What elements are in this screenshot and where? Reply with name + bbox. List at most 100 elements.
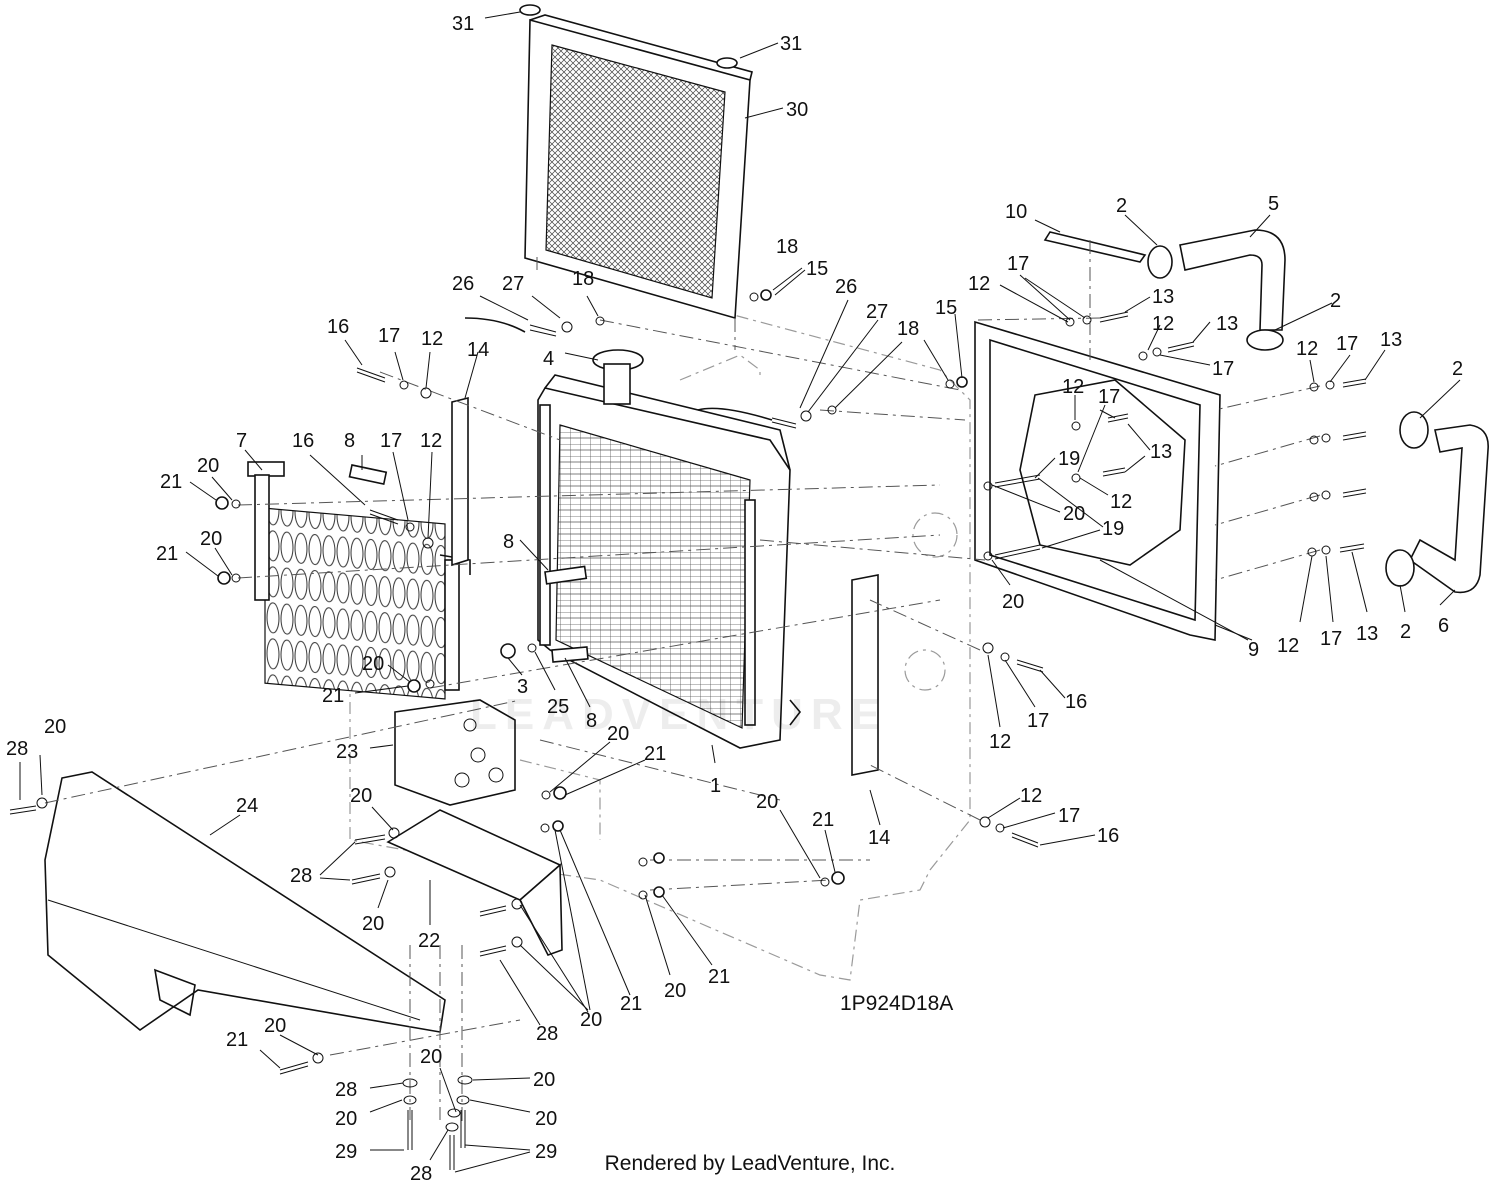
callout-21: 21 <box>812 809 834 831</box>
callout-17: 17 <box>1058 805 1080 827</box>
callout-17: 17 <box>1007 253 1029 275</box>
footer-credit: Rendered by LeadVenture, Inc. <box>604 1152 896 1175</box>
radiator-assembly <box>537 349 802 749</box>
side-panel <box>44 771 446 1033</box>
callout-20: 20 <box>756 791 778 813</box>
callout-28: 29 <box>535 1141 557 1163</box>
watermark: LEADVENTURE <box>470 690 889 739</box>
callout-21: 21 <box>156 543 178 565</box>
support-bracket <box>386 809 563 956</box>
callout-7: 7 <box>236 430 247 452</box>
callout-12: 12 <box>989 731 1011 753</box>
callout-13: 13 <box>1150 441 1172 463</box>
callout-28: 21 <box>226 1029 248 1051</box>
callout-28: 28 <box>536 1023 558 1045</box>
callout-31: 31 <box>780 33 802 55</box>
upper-hose <box>1147 229 1286 351</box>
callout-14: 14 <box>868 827 890 849</box>
callout-2: 2 <box>1330 290 1341 312</box>
callout-17: 17 <box>1320 628 1342 650</box>
callout-12: 12 <box>1110 491 1132 513</box>
callout-17: 17 <box>378 325 400 347</box>
callout-13: 13 <box>1356 623 1378 645</box>
callout-20: 20 <box>200 528 222 550</box>
callout-30: 30 <box>786 99 808 121</box>
callout-26: 26 <box>452 273 474 295</box>
callout-20: 20 <box>44 716 66 738</box>
callout-20: 20 <box>420 1046 442 1068</box>
reservoir-block <box>394 699 516 806</box>
callout-20: 20 <box>362 913 384 935</box>
callout-12: 12 <box>1020 785 1042 807</box>
callout-27: 27 <box>502 273 524 295</box>
callout-3: 3 <box>517 676 528 698</box>
callout-12: 12 <box>1277 635 1299 657</box>
callout-12: 12 <box>968 273 990 295</box>
radiator-screen <box>519 4 753 320</box>
callout-29: 20 <box>535 1108 557 1130</box>
callout-15: 15 <box>806 258 828 280</box>
callout-20: 20 <box>1002 591 1024 613</box>
callout-16: 16 <box>292 430 314 452</box>
callout-21: 21 <box>620 993 642 1015</box>
callout-4: 4 <box>543 348 554 370</box>
callout-17: 17 <box>1027 710 1049 732</box>
callout-20: 20 <box>664 980 686 1002</box>
callout-labels: 31 31 30 18 15 26 27 18 26 27 18 15 4 16… <box>6 13 1463 1185</box>
callout-9: 9 <box>1248 639 1259 661</box>
callout-13: 13 <box>1380 329 1402 351</box>
leader-lines <box>19 11 1461 1173</box>
callout-2: 2 <box>1116 195 1127 217</box>
callout-16: 16 <box>1097 825 1119 847</box>
callout-21: 21 <box>160 471 182 493</box>
callout-1: 1 <box>710 775 721 797</box>
callout-16: 16 <box>327 316 349 338</box>
callout-13: 13 <box>1152 286 1174 308</box>
callout-18: 18 <box>897 318 919 340</box>
callout-22: 22 <box>418 930 440 952</box>
assembly-lines <box>44 240 1321 1125</box>
callout-20: 28 <box>335 1079 357 1101</box>
callout-17: 17 <box>1212 358 1234 380</box>
callout-12: 12 <box>420 430 442 452</box>
callout-6: 6 <box>1438 615 1449 637</box>
callout-20: 20 <box>197 455 219 477</box>
fan-shroud <box>974 320 1221 641</box>
callout-16: 16 <box>1065 691 1087 713</box>
callout-13: 13 <box>1216 313 1238 335</box>
callout-29: 20 <box>335 1108 357 1130</box>
callout-17: 17 <box>1098 386 1120 408</box>
callout-18: 18 <box>776 236 798 258</box>
callout-26: 26 <box>835 276 857 298</box>
callout-10: 10 <box>1005 201 1027 223</box>
callout-5: 5 <box>1268 193 1279 215</box>
callout-20: 20 <box>607 723 629 745</box>
callout-28: 29 <box>335 1141 357 1163</box>
callout-12: 12 <box>1296 338 1318 360</box>
callout-2: 2 <box>1400 621 1411 643</box>
callout-28: 28 <box>6 738 28 760</box>
callout-17: 17 <box>380 430 402 452</box>
callout-20: 20 <box>264 1015 286 1037</box>
callout-8: 8 <box>344 430 355 452</box>
callout-19: 19 <box>1102 518 1124 540</box>
callout-27: 27 <box>866 301 888 323</box>
callout-2: 2 <box>1452 358 1463 380</box>
callout-15: 15 <box>935 297 957 319</box>
callout-23: 23 <box>336 741 358 763</box>
callout-31: 31 <box>452 13 474 35</box>
callout-24: 24 <box>236 795 258 817</box>
callout-21: 21 <box>322 685 344 707</box>
callout-20: 20 <box>1063 503 1085 525</box>
decal <box>1043 231 1147 263</box>
callout-12: 12 <box>421 328 443 350</box>
drawing-code: 1P924D18A <box>840 992 954 1015</box>
callout-8: 8 <box>503 531 514 553</box>
callout-12: 12 <box>1062 376 1084 398</box>
callout-17: 17 <box>1336 333 1358 355</box>
callout-20: 20 <box>362 653 384 675</box>
callout-21: 21 <box>708 966 730 988</box>
callout-21: 21 <box>644 743 666 765</box>
callout-28: 28 <box>290 865 312 887</box>
